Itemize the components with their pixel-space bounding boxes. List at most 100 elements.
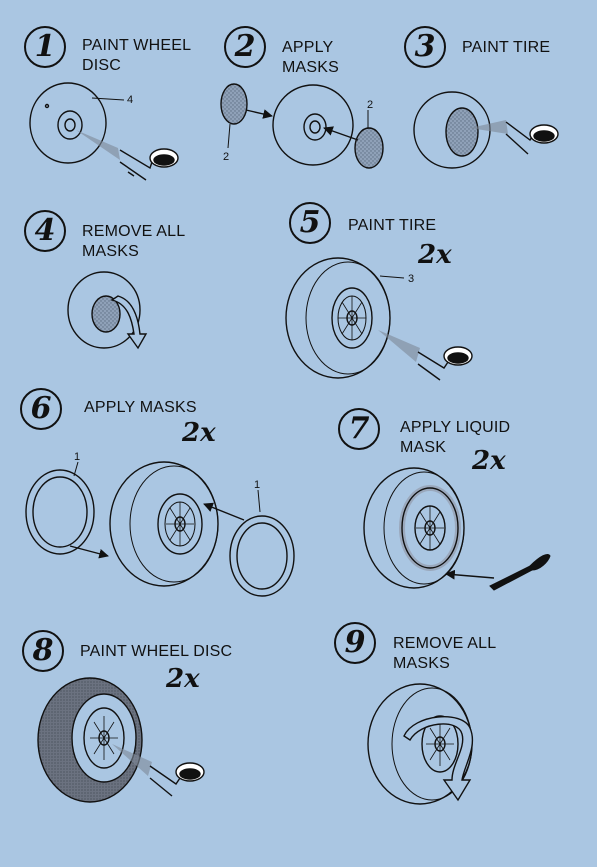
step-6-label-line-1: APPLY MASKS — [84, 399, 197, 416]
step-6-disc — [157, 493, 203, 555]
step-9-disc-rim — [421, 715, 459, 773]
step-7-tire — [363, 467, 465, 589]
step-3-label-line-1: PAINT TIRE — [462, 39, 551, 56]
step-2-label: APPLY MASKS — [282, 38, 339, 78]
step-8-airbrush-icon — [149, 762, 205, 797]
step-7-label-line-2: MASK — [400, 439, 447, 456]
step-2-arrow-right — [323, 126, 359, 141]
step-9-illustration — [367, 683, 474, 805]
step-6-callout-line-left — [73, 461, 79, 477]
step-9-spokes — [426, 722, 454, 766]
step-1-airbrush-icon — [119, 148, 179, 181]
step-3-illustration — [413, 91, 508, 169]
step-7-brush-icon — [489, 553, 551, 591]
step-4-number: 4 — [24, 210, 66, 252]
step-4-label-line-2: MASKS — [82, 243, 140, 260]
step-1-valve — [44, 103, 50, 109]
step-6-callout-left: 1 — [74, 451, 80, 463]
step-8-label: PAINT WHEEL DISC — [80, 642, 232, 662]
step-6-tire-inner — [129, 465, 219, 583]
step-2-mask-right — [354, 127, 384, 169]
step-9-label: REMOVE ALL MASKS — [393, 634, 496, 674]
step-1-hub-center — [64, 118, 76, 132]
step-7-tire-inner — [383, 471, 465, 585]
step-3-airbrush-icon — [505, 121, 559, 155]
step-2-arrow-left — [245, 109, 273, 119]
step-5-multiplier: 2x — [418, 240, 452, 270]
step-5-spray — [378, 330, 420, 362]
step-8-number: 8 — [22, 630, 64, 672]
step-8-label-line-1: PAINT WHEEL DISC — [80, 643, 233, 660]
step-4-label: REMOVE ALL MASKS — [82, 222, 185, 262]
step-9-peel-arrow — [403, 716, 474, 802]
step-1-callout-line — [91, 97, 125, 101]
step-7-number: 7 — [338, 408, 380, 450]
step-6-ring-left-inner — [32, 476, 88, 548]
step-6-number: 6 — [20, 388, 62, 430]
step-8-multiplier: 2x — [166, 664, 200, 694]
step-1-label: PAINT WHEEL DISC — [82, 36, 191, 76]
step-2-mask-left — [220, 83, 248, 125]
step-3-masked-disc — [445, 107, 479, 157]
step-6-arrow-right — [203, 502, 245, 521]
step-5-disc — [331, 287, 373, 349]
step-6-label: APPLY MASKS — [84, 398, 197, 418]
step-5-number: 5 — [289, 202, 331, 244]
step-5-callout: 3 — [408, 273, 414, 285]
step-9-number: 9 — [334, 622, 376, 664]
step-2-callout-line-left — [227, 123, 231, 149]
step-5-airbrush-icon — [417, 346, 473, 381]
step-1-label-line-2: DISC — [82, 57, 122, 74]
step-3-label: PAINT TIRE — [462, 38, 550, 58]
step-5-tire-inner — [305, 261, 391, 375]
step-1-wheel — [29, 82, 107, 164]
step-4-label-line-1: REMOVE ALL — [82, 223, 186, 240]
step-6-ring-left-outer — [25, 469, 95, 555]
step-2-label-line-2: MASKS — [282, 59, 340, 76]
step-4-mask — [91, 295, 121, 333]
step-8-illustration — [37, 677, 152, 803]
step-1-number: 1 — [24, 26, 66, 68]
step-1-label-line-1: PAINT WHEEL — [82, 37, 192, 54]
step-5-illustration — [285, 257, 420, 379]
step-7-label-line-1: APPLY LIQUID — [400, 419, 511, 436]
step-5-spokes — [338, 296, 366, 340]
step-7-illustration — [363, 467, 495, 589]
step-7-label: APPLY LIQUID MASK — [400, 418, 510, 458]
step-2-number: 2 — [224, 26, 266, 68]
step-7-multiplier: 2x — [472, 446, 506, 476]
step-3-spray — [470, 120, 508, 134]
step-5-callout-line — [379, 275, 405, 279]
step-4-illustration — [67, 271, 148, 350]
step-8-disc-rim — [83, 707, 125, 769]
step-2-wheel — [272, 84, 354, 166]
step-6-ring-right-inner — [236, 522, 288, 590]
step-7-mask-edge — [401, 487, 459, 569]
step-5-label-line-1: PAINT TIRE — [348, 217, 437, 234]
step-4-peel-arrow — [110, 295, 148, 350]
step-6-arrow-left — [69, 545, 109, 559]
step-3-number: 3 — [404, 26, 446, 68]
step-6-multiplier: 2x — [182, 418, 216, 448]
step-6-callout-right: 1 — [254, 479, 260, 491]
step-7-spokes — [416, 506, 444, 550]
step-6-ring-right-outer — [229, 515, 295, 597]
step-2-callout-left: 2 — [223, 151, 229, 163]
step-7-arrow — [445, 569, 495, 580]
step-6-spokes — [166, 502, 194, 546]
step-1-illustration — [29, 82, 125, 164]
step-5-label: PAINT TIRE — [348, 216, 436, 236]
step-6-illustration — [25, 461, 295, 597]
step-2-hub — [303, 113, 327, 141]
step-1-hub — [57, 110, 83, 140]
step-2-hub-center — [309, 120, 321, 134]
step-8-spray — [112, 744, 152, 776]
step-8-spokes — [90, 716, 118, 760]
step-1-spray — [76, 130, 120, 160]
step-1-callout: 4 — [127, 94, 133, 106]
step-4-wheel — [67, 271, 141, 349]
step-2-label-line-1: APPLY — [282, 39, 334, 56]
step-2-illustration — [220, 83, 384, 169]
step-9-label-line-2: MASKS — [393, 655, 451, 672]
